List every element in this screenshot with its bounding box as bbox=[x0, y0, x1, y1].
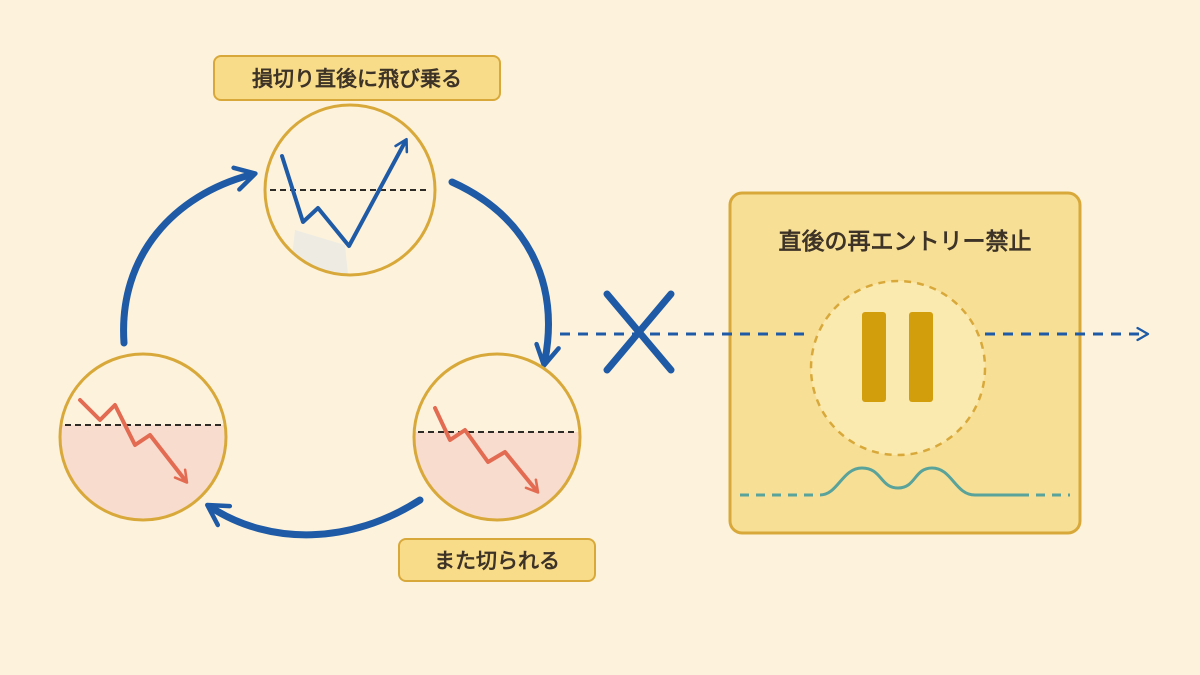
cycle-arrow-top-to-right bbox=[448, 178, 561, 368]
circle-rebound-chart bbox=[263, 103, 437, 277]
label-jump-in-after-stop: 損切り直後に飛び乗る bbox=[213, 55, 501, 101]
calm-wave-line bbox=[740, 466, 1070, 497]
cycle-arrow-left-to-top bbox=[120, 165, 258, 347]
circle-loss-chart-right bbox=[412, 352, 582, 522]
circle-loss-chart-left bbox=[58, 352, 228, 522]
label-stopped-again: また切られる bbox=[398, 538, 596, 582]
cycle-arrow-right-to-left bbox=[205, 496, 424, 539]
cross-icon bbox=[603, 290, 675, 374]
panel-title: 直後の再エントリー禁止 bbox=[778, 229, 1032, 255]
pause-icon bbox=[809, 279, 987, 457]
